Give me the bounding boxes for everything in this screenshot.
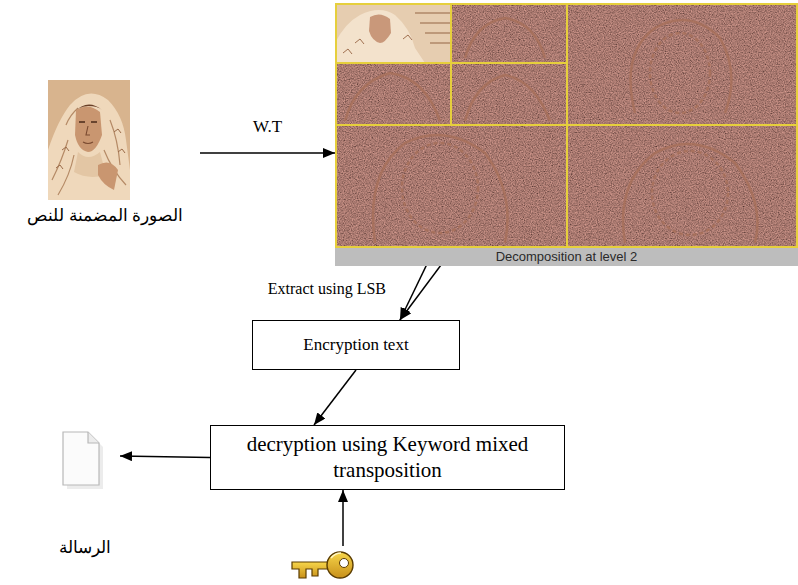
box-label: Encryption text: [303, 335, 408, 355]
flow-arrow: [314, 370, 356, 425]
icon-caption: الرسالة: [50, 538, 120, 558]
embedded-image: الصورة المضمنة للنص: [10, 78, 200, 228]
flow-arrow: [120, 456, 210, 458]
box-label: decryption using Keyword mixed transposi…: [221, 432, 554, 482]
edge-label-holder: W.T: [251, 117, 284, 137]
image-caption: الصورة المضمنة للنص: [10, 206, 200, 226]
key-arrow: [342, 490, 344, 546]
embedded-photo: [48, 80, 130, 200]
wavelet-decomposition-image: [335, 3, 798, 266]
flow-arrow: [200, 152, 335, 154]
image-caption: Decomposition at level 2: [335, 248, 798, 266]
edge-label-holder: Extract using LSB: [266, 280, 388, 298]
document-icon: [60, 430, 106, 490]
message-document: الرسالة: [50, 430, 120, 560]
process-box: Encryption text: [252, 320, 460, 370]
edge-label: Extract using LSB: [266, 280, 388, 298]
edge-label: W.T: [251, 117, 284, 137]
process-box: decryption using Keyword mixed transposi…: [210, 425, 565, 490]
key-icon: [292, 552, 353, 578]
wavelet-decomposition: Decomposition at level 2: [335, 3, 798, 266]
